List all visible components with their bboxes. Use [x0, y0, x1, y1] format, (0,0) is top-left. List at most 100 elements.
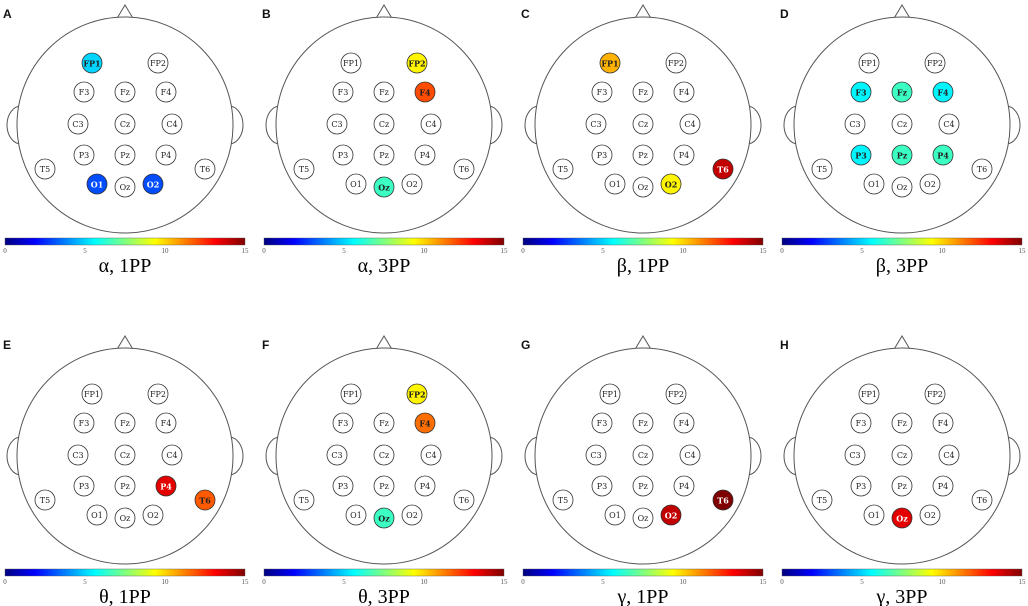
panel-caption: β, 1PP: [617, 255, 669, 277]
electrode-p4: [673, 475, 695, 497]
electrode-label: O2: [406, 180, 418, 189]
colorbar-tick-label: 0: [780, 247, 784, 255]
electrode-label: Pz: [897, 482, 907, 491]
electrode-label: FP2: [668, 59, 684, 68]
electrode-f4: [932, 412, 954, 434]
electrode-p3: [332, 475, 354, 497]
electrode-o1: [863, 504, 885, 526]
electrode-cz: [114, 444, 136, 466]
electrode-pz: [114, 475, 136, 497]
electrode-cz: [891, 444, 913, 466]
electrode-cz: [632, 113, 654, 135]
electrode-fp1: [599, 383, 621, 405]
electrode-fp1: [858, 52, 880, 74]
electrode-label: FP2: [408, 59, 425, 69]
colorbar-tick-label: 5: [83, 247, 87, 255]
electrode-p4: [932, 475, 954, 497]
electrode-p3: [850, 144, 872, 166]
electrode-p4: [932, 144, 954, 166]
electrode-fp2: [924, 52, 946, 74]
electrode-o2: [919, 173, 941, 195]
electrode-fp2: [147, 52, 169, 74]
panel-caption: γ, 1PP: [616, 586, 668, 606]
colorbar-tick-label: 15: [501, 578, 509, 586]
electrode-label: P3: [597, 482, 607, 491]
electrode-label: P4: [420, 482, 430, 491]
electrode-label: P4: [160, 482, 172, 492]
panel-letter: D: [780, 7, 789, 21]
electrode-o1: [345, 173, 367, 195]
electrode-o2: [660, 504, 682, 526]
electrode-p4: [414, 144, 436, 166]
nose-outline: [115, 4, 135, 21]
electrode-label: O1: [609, 180, 621, 189]
colorbar-tick-label: 0: [780, 578, 784, 586]
electrode-label: O1: [350, 511, 362, 520]
electrode-label: Fz: [379, 88, 389, 97]
electrode-label: C4: [684, 451, 695, 460]
electrode-label: Cz: [638, 120, 648, 129]
panel-caption: α, 1PP: [99, 255, 152, 277]
electrode-p3: [850, 475, 872, 497]
colorbar-tick-label: 0: [262, 247, 266, 255]
electrode-t6: [453, 489, 475, 511]
electrode-f3: [850, 412, 872, 434]
electrode-label: F3: [79, 419, 90, 428]
colorbar-tick-label: 10: [162, 578, 170, 586]
electrode-label: Oz: [120, 514, 131, 523]
electrode-c3: [67, 113, 89, 135]
panel-letter: B: [262, 7, 271, 21]
panel-letter: F: [262, 338, 269, 352]
electrode-label: C4: [425, 451, 436, 460]
electrode-fz: [373, 412, 395, 434]
electrode-label: F3: [597, 419, 608, 428]
electrode-label: P3: [855, 151, 867, 161]
electrode-label: T5: [558, 496, 568, 505]
electrode-label: Pz: [120, 482, 130, 491]
electrode-label: Fz: [638, 419, 648, 428]
electrode-fz: [632, 412, 654, 434]
nose-outline: [892, 4, 912, 21]
electrode-f3: [591, 81, 613, 103]
electrode-fp2: [924, 383, 946, 405]
electrode-label: C3: [590, 451, 601, 460]
electrode-label: O1: [609, 511, 621, 520]
electrode-label: Cz: [897, 451, 907, 460]
electrode-o2: [401, 173, 423, 195]
electrode-pz: [114, 144, 136, 166]
electrode-label: Fz: [379, 419, 389, 428]
electrode-label: Fz: [897, 419, 907, 428]
colorbar-tick-label: 0: [3, 578, 7, 586]
electrode-label: FP1: [343, 390, 359, 399]
electrode-cz: [891, 113, 913, 135]
electrode-pz: [373, 475, 395, 497]
nose-outline: [892, 335, 912, 352]
electrode-f3: [850, 81, 872, 103]
electrode-label: F3: [338, 88, 349, 97]
electrode-fz: [114, 412, 136, 434]
electrode-fp2: [665, 383, 687, 405]
electrode-cz: [373, 444, 395, 466]
electrode-label: T6: [459, 496, 469, 505]
electrode-f4: [155, 412, 177, 434]
electrode-oz: [114, 507, 136, 529]
colorbar-tick-label: 0: [3, 247, 7, 255]
electrode-label: C4: [943, 120, 954, 129]
electrode-label: F3: [338, 419, 349, 428]
electrode-fp1: [81, 52, 103, 74]
panel-letter: H: [780, 338, 789, 352]
electrode-c4: [420, 444, 442, 466]
electrode-label: O1: [91, 511, 103, 520]
panel-letter: G: [521, 338, 530, 352]
electrode-c4: [938, 113, 960, 135]
electrode-f3: [73, 412, 95, 434]
electrode-f4: [414, 81, 436, 103]
electrode-label: F4: [938, 419, 949, 428]
electrode-label: O2: [665, 511, 678, 521]
electrode-label: Fz: [120, 419, 130, 428]
electrode-label: Fz: [897, 88, 908, 98]
